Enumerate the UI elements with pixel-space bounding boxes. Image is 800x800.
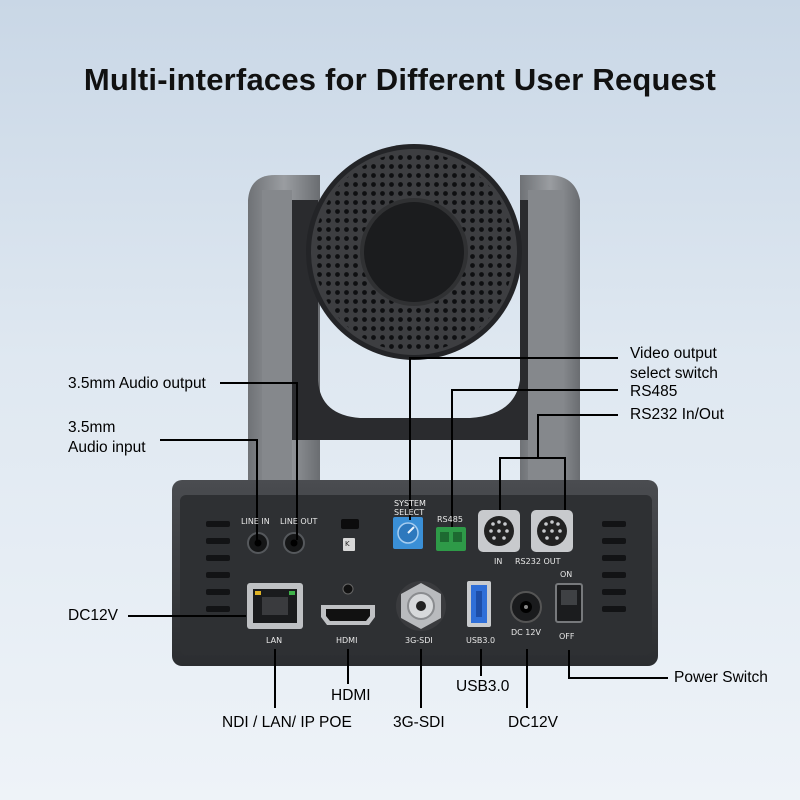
rs232-in-port: [478, 510, 520, 552]
audio-output-label: 3.5mm Audio output: [68, 375, 206, 392]
callout-lines: [128, 357, 668, 708]
rs485-label: RS485: [630, 383, 678, 400]
ndi-lan-label: NDI / LAN/ IP POE: [222, 714, 352, 731]
sdi-label: 3G-SDI: [393, 714, 445, 731]
page-title: Multi-interfaces for Different User Requ…: [83, 62, 717, 97]
hdmi-label: HDMI: [331, 687, 371, 704]
lock-icon: K: [345, 540, 350, 548]
lock-slot: [341, 519, 359, 551]
dc12v-bottom-label: DC12V: [508, 714, 558, 731]
in-label: IN: [494, 557, 503, 566]
lan-label: LAN: [266, 636, 283, 645]
usb-panel-label: USB3.0: [466, 636, 496, 645]
system-label-1: SYSTEM: [394, 499, 426, 508]
dc-panel-label: DC 12V: [511, 628, 541, 637]
system-label-2: SELECT: [394, 508, 425, 517]
on-label: ON: [560, 570, 573, 579]
dc12v-left-label: DC12V: [68, 607, 118, 624]
line-out-jack: [283, 532, 305, 554]
camera-yoke: [248, 175, 580, 500]
rs485-terminal: [436, 527, 466, 551]
hdmi-port: [321, 583, 375, 625]
line-out-label: LINE OUT: [280, 517, 318, 526]
audio-input-label-2: Audio input: [68, 439, 146, 456]
lan-port: [247, 583, 303, 629]
rs232-label: RS232 In/Out: [630, 406, 724, 423]
rs232-out-port: [531, 510, 573, 552]
system-select-dial: [393, 517, 423, 549]
power-switch: [555, 583, 583, 623]
rs232-out-label: RS232 OUT: [515, 557, 561, 566]
off-label: OFF: [559, 632, 575, 641]
video-switch-label-1: Video output: [630, 345, 717, 362]
usb3-label: USB3.0: [456, 678, 510, 695]
camera-head: [306, 144, 522, 360]
dc-jack: [510, 591, 542, 623]
hdmi-panel-label: HDMI: [336, 636, 358, 645]
sdi-panel-label: 3G-SDI: [405, 636, 433, 645]
sdi-bnc-port: [396, 581, 446, 631]
audio-input-label-1: 3.5mm: [68, 419, 116, 436]
rs485-panel-label: RS485: [437, 515, 463, 524]
usb3-port: [467, 581, 491, 627]
power-switch-label: Power Switch: [674, 669, 768, 686]
video-switch-label-2: select switch: [630, 365, 718, 382]
line-in-label: LINE IN: [241, 517, 270, 526]
